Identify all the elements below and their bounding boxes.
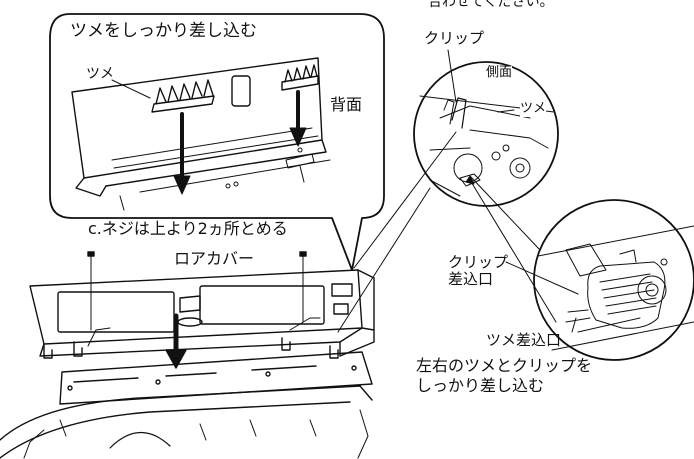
screw-step-instruction: c.ネジは上より2ヵ所とめる — [88, 219, 288, 238]
callout-title: ツメをしっかり差し込む — [70, 21, 257, 41]
claw-slot-leader-a — [571, 317, 577, 333]
back-panel-drawing — [71, 57, 331, 211]
side-claw-leader — [497, 109, 515, 113]
side-clip-leader — [447, 49, 457, 103]
top-instruction-fragment: 合わせてください。 — [428, 0, 554, 10]
insert-arrow-right — [289, 90, 307, 147]
zoom-origin-mark — [465, 175, 475, 185]
callout-back-label: 背面 — [330, 95, 363, 114]
clip-slot-leader — [505, 261, 579, 295]
claw-group-right — [281, 64, 319, 91]
claw-slot-label: ツメ差込口 — [486, 331, 562, 349]
side-face-label: 側面 — [486, 65, 513, 81]
insert-arrow-left — [173, 112, 191, 195]
claw-leader-line — [111, 79, 151, 99]
zoom-lines-inset — [469, 175, 557, 323]
callout-claw-label: ツメ — [86, 66, 114, 82]
lower-cover-label: ロアカバー — [174, 249, 255, 268]
base-unit-drawing — [0, 351, 373, 459]
lower-cover-drawing — [29, 251, 375, 359]
claw-group-left — [151, 79, 215, 113]
inset-detail-circle — [533, 199, 694, 361]
screw-left — [87, 251, 95, 331]
clip-slot-label: クリップ 差込口 — [448, 253, 509, 289]
screw-right — [299, 251, 307, 323]
mount-arrow — [165, 313, 187, 369]
side-claw-label: ツメ — [520, 101, 547, 117]
side-detail-circle — [413, 61, 559, 207]
claw-slot-leader-b — [577, 317, 641, 333]
insert-note: 左右のツメとクリップを しっかり差し込む — [416, 356, 593, 395]
zoom-lines-side — [337, 131, 457, 333]
side-clip-label: クリップ — [424, 29, 485, 47]
